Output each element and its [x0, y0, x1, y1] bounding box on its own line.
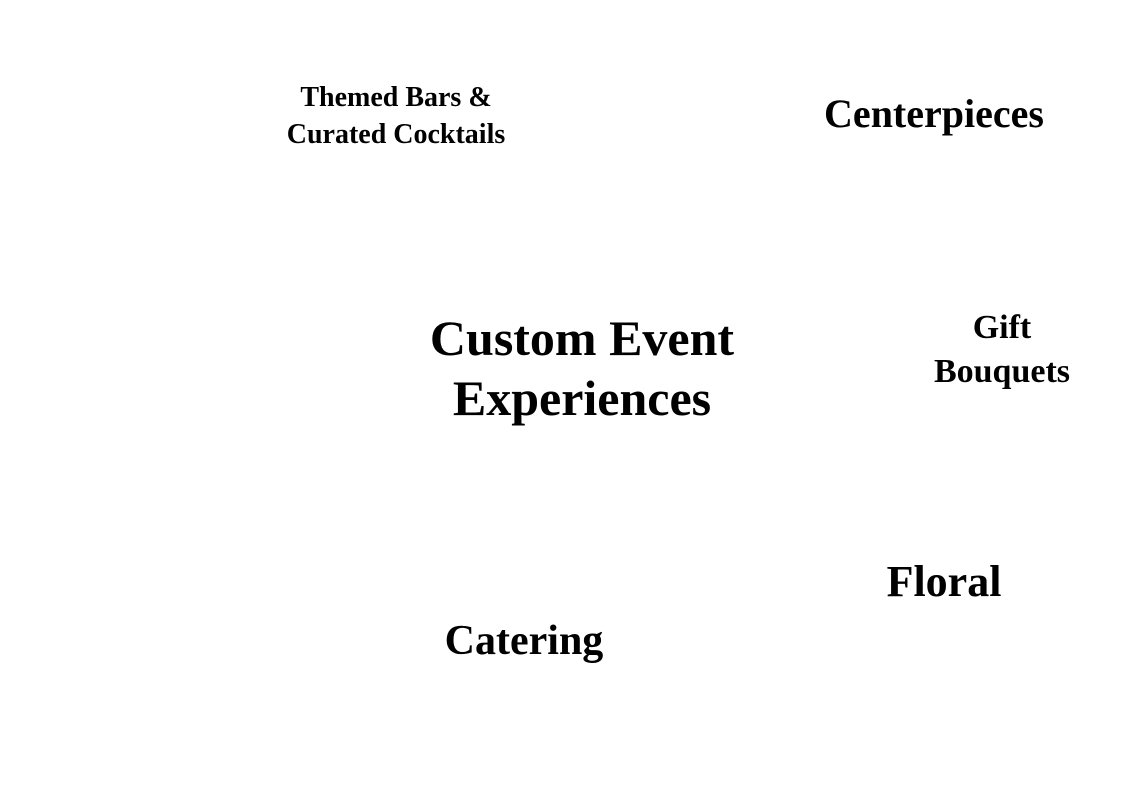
node-label-line: Catering	[444, 618, 604, 664]
node-label-line: Experiences	[452, 370, 712, 426]
node-label-line: Curated Cocktails	[286, 119, 506, 150]
node-label-line: Centerpieces	[824, 91, 1044, 136]
node-catering: Catering	[404, 617, 644, 665]
node-label-line: Floral	[886, 557, 1002, 606]
node-label-line: Gift	[972, 309, 1032, 346]
node-label-line: Bouquets	[933, 353, 1071, 390]
node-label-line: Themed Bars &	[300, 82, 492, 113]
node-themed-bars-curated-cocktails: Themed Bars & Curated Cocktails	[256, 79, 536, 153]
node-label-line: Custom Event	[429, 310, 735, 366]
node-centerpieces: Centerpieces	[800, 91, 1068, 137]
node-gift-bouquets: Gift Bouquets	[902, 306, 1102, 394]
node-custom-event-experiences: Custom Event Experiences	[382, 308, 782, 428]
node-floral: Floral	[844, 557, 1044, 607]
